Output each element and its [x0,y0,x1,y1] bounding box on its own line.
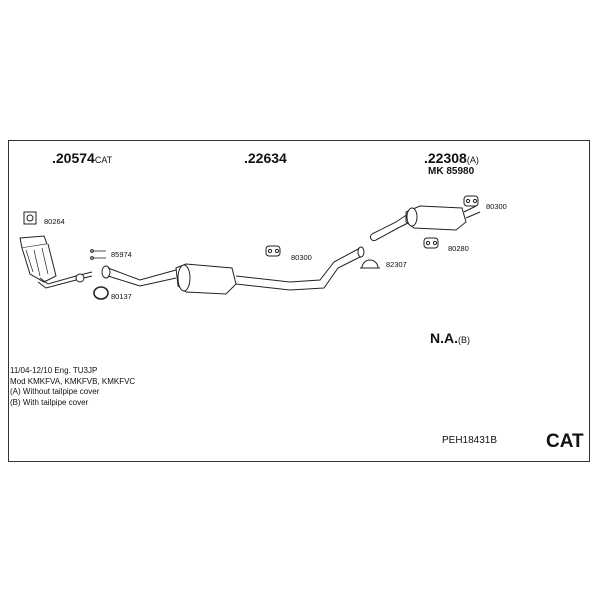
na-label: N.A.(B) [430,330,470,346]
info-line-note-a: (A) Without tailpipe cover [10,387,100,396]
part-number-80300-rear: 80300 [486,202,507,211]
hanger-80280 [423,237,439,249]
catalytic-converter [19,235,93,289]
middle-pipe [101,246,365,295]
set-code: PEH18431B [442,435,498,446]
info-line-note-b: (B) With tailpipe cover [10,397,89,407]
info-line-engine: 11/04-12/10 Eng. TU3JP [10,366,98,375]
part-number-80300-front: 80300 [291,253,312,262]
rear-silencer [369,205,481,242]
clamp-82307 [360,259,380,269]
hanger-80300-rear [463,195,479,207]
vehicle-info: 11/04-12/10 Eng. TU3JP Mod KMKFVA, KMKFV… [10,366,135,408]
cat-label: CAT [546,431,584,452]
heading-catalyst: .20574CAT [52,150,113,166]
ring-80137 [93,286,109,300]
hanger-80300-front [265,245,281,257]
diagram-frame [8,140,590,462]
info-line-models: Mod KMKFVA, KMKFVB, KMKFVC [10,376,136,386]
heading-rear-silencer: .22308(A) [424,150,479,166]
heading-middle-silencer: .22634 [244,150,287,166]
part-number-82307: 82307 [386,260,407,269]
part-number-85974: 85974 [111,250,132,259]
part-number-80280: 80280 [448,244,469,253]
part-number-80264: 80264 [44,217,65,226]
part-number-80137: 80137 [111,292,132,301]
bolts-85974 [90,249,106,260]
kit-label: MK 85980 [428,166,475,177]
gasket-80264 [23,211,37,225]
